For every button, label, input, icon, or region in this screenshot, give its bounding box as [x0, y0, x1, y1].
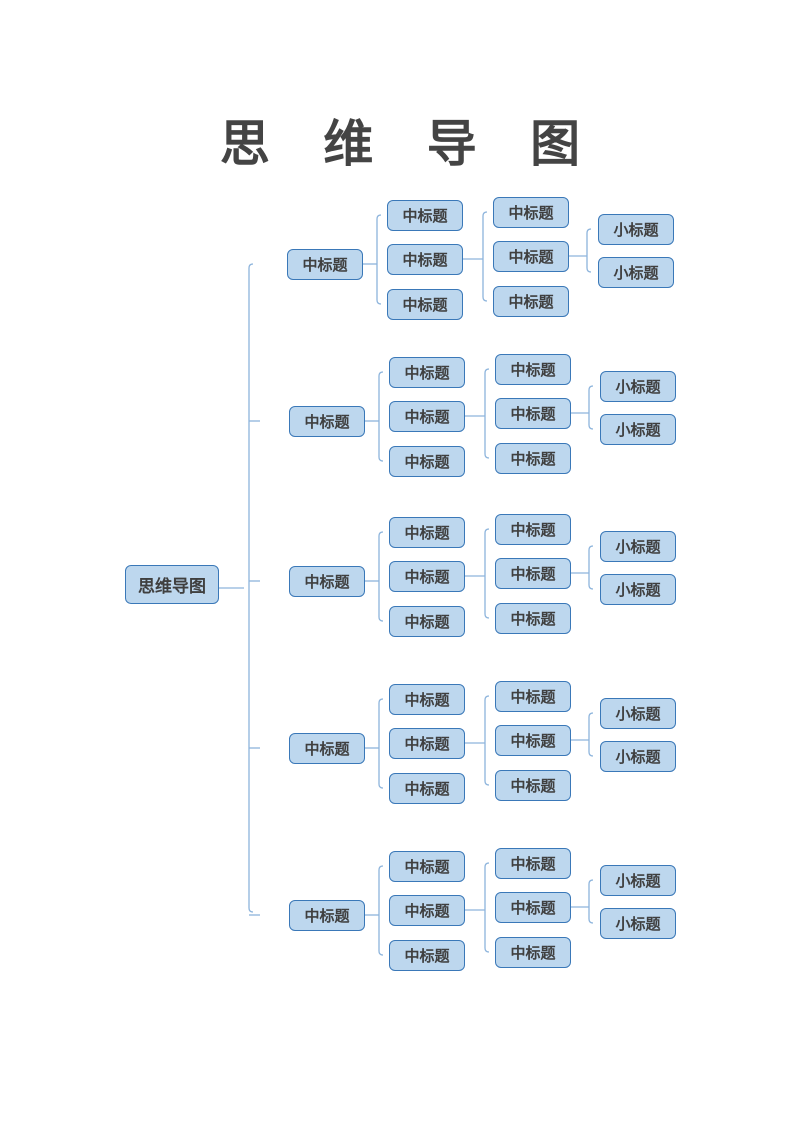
- level3-node[interactable]: 中标题: [495, 725, 571, 756]
- level3-node[interactable]: 中标题: [495, 770, 571, 801]
- level2-node[interactable]: 中标题: [389, 851, 465, 882]
- level4-bracket: [588, 879, 594, 924]
- level3-bracket: [484, 368, 490, 459]
- level4-node[interactable]: 小标题: [600, 698, 676, 729]
- level3-node[interactable]: 中标题: [495, 892, 571, 923]
- level2-node[interactable]: 中标题: [389, 561, 465, 592]
- main-bracket: [248, 263, 254, 913]
- level2-bracket: [378, 698, 384, 789]
- level3-node[interactable]: 中标题: [495, 603, 571, 634]
- level2-node[interactable]: 中标题: [387, 244, 463, 275]
- level3-node[interactable]: 中标题: [493, 286, 569, 317]
- level3-node[interactable]: 中标题: [495, 354, 571, 385]
- page-title: 思 维 导 图: [219, 115, 599, 173]
- level2-node[interactable]: 中标题: [389, 940, 465, 971]
- level3-bracket: [484, 695, 490, 786]
- root-node[interactable]: 思维导图: [125, 565, 219, 604]
- level4-node[interactable]: 小标题: [598, 214, 674, 245]
- level3-node[interactable]: 中标题: [495, 514, 571, 545]
- level3-node[interactable]: 中标题: [495, 443, 571, 474]
- level4-node[interactable]: 小标题: [600, 414, 676, 445]
- level4-node[interactable]: 小标题: [600, 865, 676, 896]
- level2-node[interactable]: 中标题: [389, 606, 465, 637]
- level3-node[interactable]: 中标题: [495, 681, 571, 712]
- level3-node[interactable]: 中标题: [495, 558, 571, 589]
- level2-node[interactable]: 中标题: [387, 289, 463, 320]
- level4-node[interactable]: 小标题: [598, 257, 674, 288]
- level3-node[interactable]: 中标题: [493, 197, 569, 228]
- level3-bracket: [484, 862, 490, 953]
- level4-node[interactable]: 小标题: [600, 574, 676, 605]
- level4-bracket: [588, 712, 594, 757]
- level2-bracket: [378, 865, 384, 956]
- level1-node[interactable]: 中标题: [289, 900, 365, 931]
- level1-node[interactable]: 中标题: [287, 249, 363, 280]
- level1-node[interactable]: 中标题: [289, 566, 365, 597]
- level2-node[interactable]: 中标题: [389, 446, 465, 477]
- level4-bracket: [588, 545, 594, 590]
- level2-bracket: [376, 214, 382, 305]
- level4-bracket: [586, 228, 592, 273]
- level3-node[interactable]: 中标题: [495, 848, 571, 879]
- level3-node[interactable]: 中标题: [495, 398, 571, 429]
- level2-node[interactable]: 中标题: [389, 684, 465, 715]
- level3-node[interactable]: 中标题: [493, 241, 569, 272]
- level2-node[interactable]: 中标题: [389, 728, 465, 759]
- level2-node[interactable]: 中标题: [389, 517, 465, 548]
- level4-node[interactable]: 小标题: [600, 531, 676, 562]
- level3-node[interactable]: 中标题: [495, 937, 571, 968]
- level2-node[interactable]: 中标题: [389, 357, 465, 388]
- level2-node[interactable]: 中标题: [389, 401, 465, 432]
- level2-bracket: [378, 531, 384, 622]
- level2-node[interactable]: 中标题: [389, 895, 465, 926]
- level3-bracket: [484, 528, 490, 619]
- level4-node[interactable]: 小标题: [600, 741, 676, 772]
- level2-node[interactable]: 中标题: [387, 200, 463, 231]
- level4-bracket: [588, 385, 594, 430]
- level1-node[interactable]: 中标题: [289, 733, 365, 764]
- level3-bracket: [482, 211, 488, 302]
- level4-node[interactable]: 小标题: [600, 908, 676, 939]
- level1-node[interactable]: 中标题: [289, 406, 365, 437]
- level2-bracket: [378, 371, 384, 462]
- level4-node[interactable]: 小标题: [600, 371, 676, 402]
- level2-node[interactable]: 中标题: [389, 773, 465, 804]
